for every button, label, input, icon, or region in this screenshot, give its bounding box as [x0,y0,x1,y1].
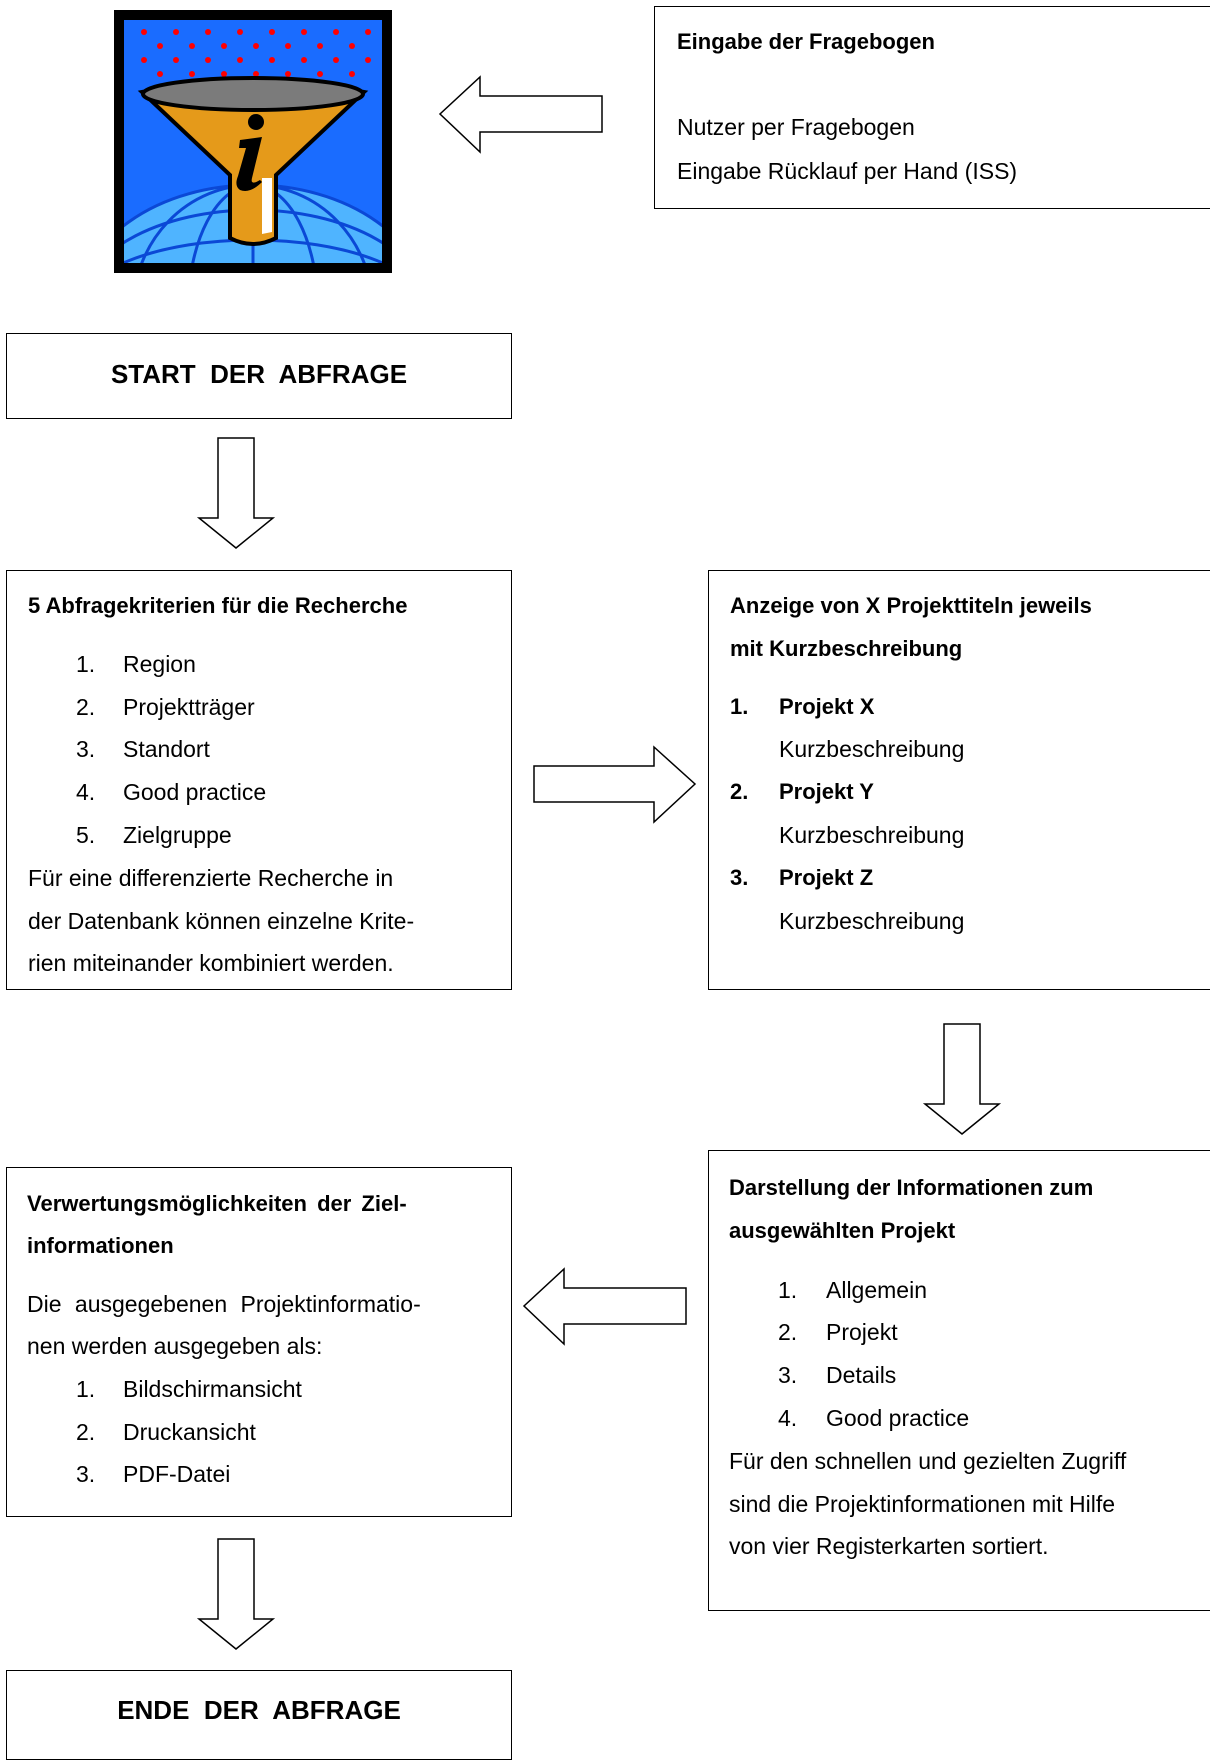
project-display-box [708,1150,1210,1611]
display-item-3: Details [826,1362,897,1388]
criteria-item-1: Region [123,651,196,677]
criteria-number-2: 2. [76,694,96,720]
questionnaire-input-line-1: Nutzer per Fragebogen [677,114,915,140]
display-title-line-1: Darstellung der Informationen zum [729,1175,1094,1200]
usage-item-3: PDF-Datei [123,1461,231,1487]
results-title-line-1: Anzeige von X Projekttiteln jeweils [730,593,1092,618]
criteria-item-3: Standort [123,736,210,762]
usage-title-line-2: informationen [27,1233,174,1258]
usage-intro-line-2: nen werden ausgegeben als: [27,1333,323,1359]
display-item-2: Projekt [826,1319,898,1345]
arrow-down-icon [922,1023,1002,1135]
criteria-note-line-1: Für eine differenzierte Recherche in [28,865,394,891]
project-name-1: Projekt X [779,694,875,719]
project-name-3: Projekt Z [779,865,874,890]
start-label: START DER ABFRAGE [110,359,408,389]
criteria-number-5: 5. [76,822,96,848]
questionnaire-input-box [654,6,1210,209]
display-item-1: Allgemein [826,1277,927,1303]
info-funnel-logo-icon [114,10,392,273]
project-results-box [708,570,1210,990]
display-note-line-2: sind die Projektinformationen mit Hilfe [729,1491,1116,1517]
usage-title-line-1: Verwertungsmöglichkeiten der Ziel- [27,1191,407,1216]
usage-item-2: Druckansicht [123,1419,256,1445]
end-box [6,1670,512,1760]
project-number-1: 1. [730,694,749,719]
end-label: ENDE DER ABFRAGE [117,1695,401,1725]
criteria-item-4: Good practice [123,779,267,805]
criteria-number-1: 1. [76,651,96,677]
display-number-1: 1. [778,1277,798,1303]
project-number-2: 2. [730,779,749,804]
display-item-4: Good practice [826,1405,970,1431]
display-note-line-3: von vier Registerkarten sortiert. [729,1533,1049,1559]
questionnaire-input-line-2: Eingabe Rücklauf per Hand (ISS) [677,158,1018,184]
display-number-4: 4. [778,1405,798,1431]
display-note-line-1: Für den schnellen und gezielten Zugriff [729,1448,1127,1474]
criteria-note-line-2: der Datenbank können einzelne Krite- [28,908,415,934]
project-desc-2: Kurzbeschreibung [779,822,965,848]
criteria-item-2: Projektträger [123,694,255,720]
questionnaire-input-title: Eingabe der Fragebogen [677,29,935,54]
search-criteria-title: 5 Abfragekriterien für die Recherche [28,593,408,618]
arrow-left-icon [522,1267,687,1346]
arrow-down-icon [196,437,276,549]
project-name-2: Projekt Y [779,779,874,804]
display-number-3: 3. [778,1362,798,1388]
start-box [6,333,512,419]
criteria-note-line-3: rien miteinander kombiniert werden. [28,950,394,976]
arrow-right-icon [533,745,697,824]
usage-intro-line-1: Die ausgegebenen Projektinformatio- [27,1291,421,1317]
project-number-3: 3. [730,865,749,890]
usage-item-1: Bildschirmansicht [123,1376,302,1402]
project-desc-3: Kurzbeschreibung [779,908,965,934]
results-title-line-2: mit Kurzbeschreibung [730,636,963,661]
arrow-left-icon [438,75,603,154]
usage-options-box [6,1167,512,1517]
usage-number-1: 1. [76,1376,96,1402]
criteria-item-5: Zielgruppe [123,822,232,848]
arrow-down-icon [196,1538,276,1650]
project-desc-1: Kurzbeschreibung [779,736,965,762]
criteria-number-4: 4. [76,779,96,805]
criteria-number-3: 3. [76,736,96,762]
usage-number-3: 3. [76,1461,96,1487]
search-criteria-box [6,570,512,990]
usage-number-2: 2. [76,1419,96,1445]
display-number-2: 2. [778,1319,798,1345]
display-title-line-2: ausgewählten Projekt [729,1218,956,1243]
